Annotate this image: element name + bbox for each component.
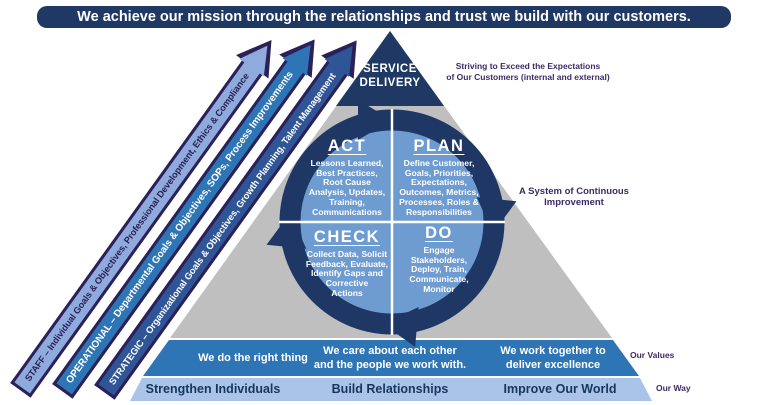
our-values-label: Our Values: [630, 350, 675, 360]
mission-banner: We achieve our mission through the relat…: [37, 6, 731, 28]
way-improve-our-world: Improve Our World: [503, 382, 617, 396]
continuous-improvement-annotation: A System of Continuous Improvement: [519, 186, 629, 209]
service-delivery-label: SERVICE DELIVERY: [359, 63, 421, 90]
value-care-about: We care about each other and the people …: [313, 345, 467, 371]
way-build-relationships: Build Relationships: [331, 382, 449, 396]
value-work-together: We work together to deliver excellence: [500, 345, 606, 371]
clockwise-arrow-left-icon: [266, 213, 307, 249]
value-right-thing: We do the right thing: [198, 352, 308, 364]
act-body: Lessons Learned, Best Practices, Root Ca…: [308, 158, 386, 217]
plan-title: PLAN: [413, 137, 465, 155]
our-way-label: Our Way: [656, 383, 691, 393]
act-title: ACT: [327, 137, 367, 155]
striving-annotation: Striving to Exceed the Expectations of O…: [446, 61, 610, 82]
pdca-plan-quadrant: PLAN Define Customer, Goals, Priorities,…: [382, 137, 496, 217]
way-strengthen-individuals: Strengthen Individuals: [145, 382, 281, 396]
clockwise-arrow-right-icon: [476, 197, 517, 233]
check-title: CHECK: [313, 228, 381, 246]
pdca-check-quadrant: CHECK Collect Data, Solicit Feedback, Ev…: [290, 228, 404, 299]
pdca-act-quadrant: ACT Lessons Learned, Best Practices, Roo…: [290, 137, 404, 217]
plan-body: Define Customer, Goals, Priorities, Expe…: [399, 158, 479, 217]
pyramid-navy-apex: [336, 31, 444, 106]
clockwise-arrow-top-icon: [358, 100, 392, 140]
do-body: Engage Stakeholders, Deploy, Train, Comm…: [409, 245, 469, 294]
do-title: DO: [425, 224, 453, 242]
clockwise-arrow-bottom-icon: [383, 307, 419, 347]
check-body: Collect Data, Solicit Feedback, Evaluate…: [305, 249, 389, 298]
values-band-shape: [143, 340, 639, 376]
way-band-shape: [130, 378, 652, 401]
pdca-do-quadrant: DO Engage Stakeholders, Deploy, Train, C…: [382, 224, 496, 295]
